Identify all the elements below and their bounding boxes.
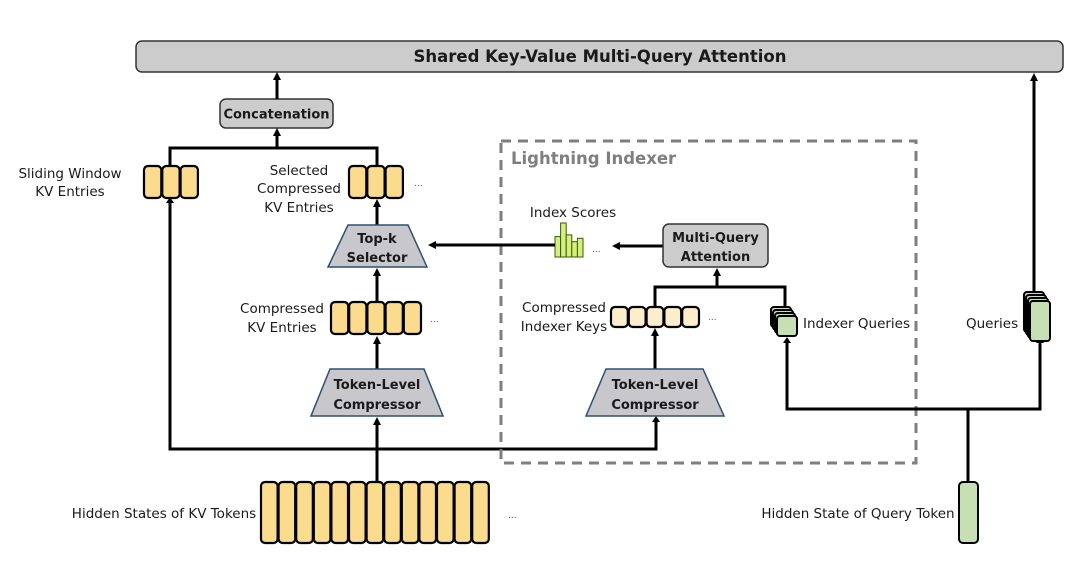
- queries-stack: [1023, 291, 1051, 342]
- index-score-bars: [554, 222, 584, 258]
- hidden-kv-token-cell: [383, 480, 402, 545]
- mqa-merge-line: [653, 285, 787, 307]
- hidden-kv-token-cell: [312, 480, 332, 545]
- selected-kv-cell: [366, 164, 386, 200]
- sliding-window-kv-cell: [142, 164, 163, 200]
- arrowhead-sliding: [166, 197, 174, 203]
- selected-label-2: Compressed: [257, 181, 341, 197]
- compressed-kv-label-1: Compressed: [240, 301, 324, 317]
- topk-label-1: Top-k: [357, 232, 397, 247]
- compressed-kv-cell: [329, 300, 350, 336]
- selected-ellipsis: ...: [414, 179, 423, 189]
- hidden-kv-token-cell: [471, 480, 490, 545]
- left-compressor-label-2: Compressor: [333, 398, 421, 413]
- hidden-kv-token-cells: [259, 480, 490, 545]
- queries-label: Queries: [966, 316, 1018, 332]
- indexer-queries-stack: [770, 306, 798, 337]
- sliding-window-kv-cell: [161, 164, 181, 200]
- right-compressor-label-2: Compressor: [611, 398, 699, 413]
- shared-kv-mqa-label: Shared Key-Value Multi-Query Attention: [414, 47, 787, 66]
- indexer-keys-label-1: Compressed: [522, 300, 606, 316]
- sliding-window-label-2: KV Entries: [35, 184, 104, 200]
- concatenation-label: Concatenation: [223, 108, 329, 123]
- hidden-kv-token-cell: [259, 480, 279, 545]
- shared-kv-mqa-block: Shared Key-Value Multi-Query Attention: [135, 40, 1064, 73]
- kv-branch-line: [168, 203, 658, 451]
- hidden-kv-token-cell: [295, 480, 314, 545]
- concatenation-block: Concatenation: [219, 98, 334, 129]
- hidden-kv-token-cell: [453, 480, 473, 545]
- hidden-kv-ellipsis: ...: [508, 511, 517, 521]
- index-scores-label: Index Scores: [530, 205, 616, 221]
- compressed-kv-cells: [329, 300, 423, 336]
- indexer-key-cell: [609, 305, 629, 329]
- selected-kv-cell: [347, 164, 368, 200]
- hidden-kv-token-cell: [435, 480, 455, 545]
- indexer-queries-label: Indexer Queries: [803, 316, 910, 332]
- compressed-indexer-key-cells: [609, 305, 701, 329]
- lightning-indexer-box: [499, 139, 918, 465]
- indexer-key-cell: [663, 305, 683, 329]
- hidden-kv-token-cell: [347, 480, 367, 545]
- indexer-keys-ellipsis: ...: [708, 313, 717, 323]
- compressed-kv-label-2: KV Entries: [247, 320, 316, 336]
- indexer-mqa-block: Multi-Query Attention: [662, 223, 769, 268]
- indexer-key-cell: [645, 305, 665, 329]
- topk-label-2: Selector: [347, 251, 408, 266]
- topk-selector: Top-k Selector: [326, 224, 429, 268]
- left-compressor-label-1: Token-Level: [334, 378, 421, 393]
- index-score-bar: [560, 222, 567, 258]
- selected-label-1: Selected: [270, 163, 329, 179]
- arrowhead-right-compressor: [652, 416, 660, 422]
- arrowhead-indexer-queries: [783, 337, 791, 343]
- indexer-key-cell: [627, 305, 647, 329]
- selected-label-3: KV Entries: [264, 200, 333, 216]
- concat-merge-line: [168, 146, 379, 166]
- lightning-indexer-title: Lightning Indexer: [511, 149, 677, 168]
- hidden-kv-label: Hidden States of KV Tokens: [72, 506, 256, 522]
- index-score-bar: [571, 241, 578, 258]
- hidden-query-label: Hidden State of Query Token: [761, 506, 954, 522]
- right-compressor-label-1: Token-Level: [612, 378, 699, 393]
- mqa-label-1: Multi-Query: [672, 231, 759, 246]
- selected-compressed-kv-cells: [347, 164, 405, 200]
- compressed-kv-cell: [402, 300, 423, 336]
- index-scores-ellipsis: ...: [592, 245, 601, 255]
- index-score-bar: [576, 237, 584, 258]
- sliding-window-kv-cell: [179, 164, 200, 200]
- hidden-kv-token-cell: [400, 480, 420, 545]
- compressed-kv-cell: [384, 300, 404, 336]
- hidden-query-token-cell: [958, 481, 979, 544]
- hidden-kv-token-cell: [365, 480, 385, 545]
- hidden-kv-token-cell: [418, 480, 438, 545]
- compressed-kv-cell: [348, 300, 368, 336]
- right-token-level-compressor: Token-Level Compressor: [584, 368, 726, 417]
- compressed-kv-cell: [366, 300, 386, 336]
- query-branch-line: [785, 342, 1042, 411]
- hidden-kv-token-cell: [277, 480, 297, 545]
- selected-kv-cell: [384, 164, 405, 200]
- hidden-kv-token-cell: [330, 480, 350, 545]
- indexer-key-cell: [681, 305, 701, 329]
- indexer-keys-label-2: Indexer Keys: [521, 319, 607, 335]
- compressed-kv-ellipsis: ...: [430, 315, 439, 325]
- index-score-bar: [554, 236, 562, 258]
- mqa-label-2: Attention: [681, 250, 750, 265]
- sliding-window-label-1: Sliding Window: [18, 166, 121, 182]
- index-score-bar: [565, 234, 573, 258]
- left-token-level-compressor: Token-Level Compressor: [309, 368, 445, 417]
- sliding-window-kv-cells: [142, 164, 200, 200]
